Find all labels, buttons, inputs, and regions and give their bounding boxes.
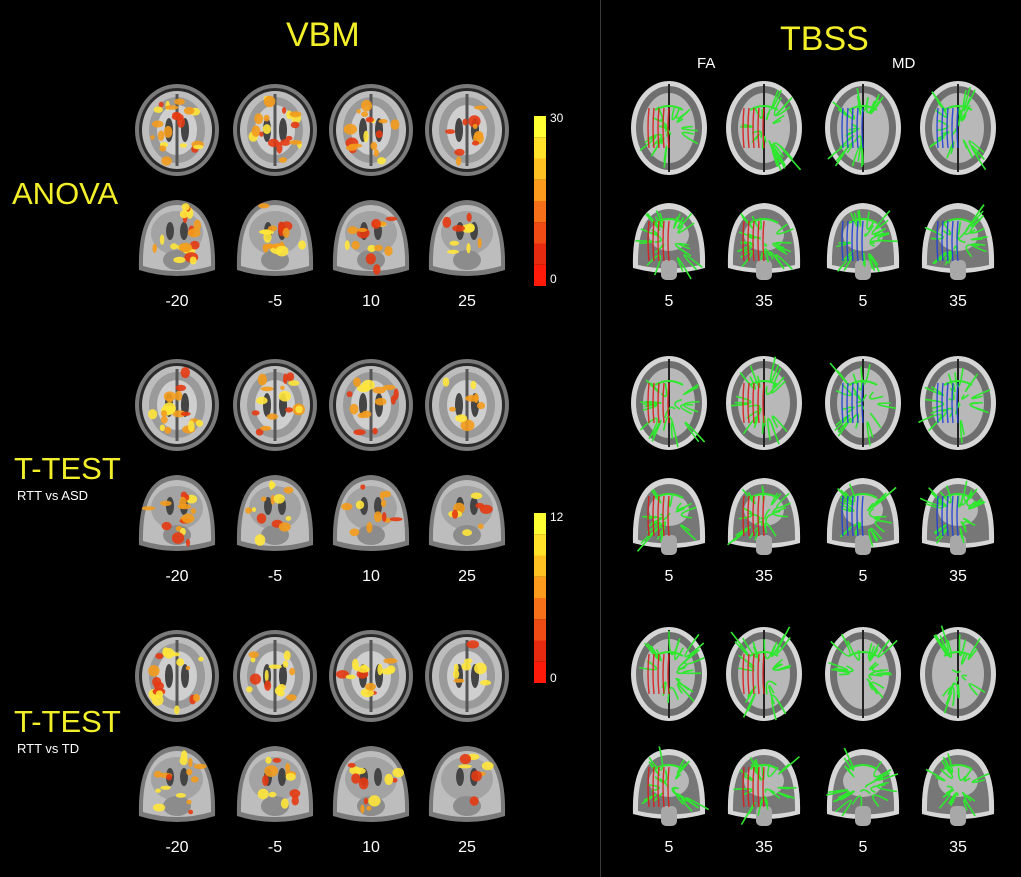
tbss-axial-slice: [631, 81, 707, 175]
tbss-slice-coord-label: 5: [858, 568, 868, 585]
vbm-slice-coord-label: -5: [267, 568, 283, 585]
tbss-slice-coord-label: 5: [858, 293, 868, 310]
tbss-axial-slice: [920, 625, 996, 721]
tbss-axial-slice: [825, 356, 901, 450]
tbss-coronal-slice: [921, 203, 995, 280]
tbss-coronal-slice: [919, 478, 995, 555]
tbss-axial-slice: [631, 627, 707, 721]
vbm-slice-coord-label: 10: [362, 839, 380, 856]
vbm-slice-coord-label: 10: [362, 568, 380, 585]
vbm-slice-coord-label: -20: [165, 568, 189, 585]
vbm-axial-slice: [425, 84, 509, 176]
tbss-axial-slice: [726, 81, 802, 175]
vbm-coronal-slice: [236, 746, 314, 822]
tbss-axial-slice: [825, 81, 901, 175]
vbm-axial-slice: [425, 359, 509, 451]
row-sublabel-asd: RTT vs ASD: [17, 488, 89, 503]
vbm-axial-slice: [135, 84, 219, 176]
tbss-title: TBSS: [780, 20, 869, 58]
section-divider: [600, 0, 601, 877]
vbm-title: VBM: [286, 16, 360, 54]
fa-label: FA: [697, 55, 716, 72]
tbss-axial-slice: [726, 626, 802, 721]
vbm-coronal-slice: [428, 746, 506, 822]
vbm-slice-coord-label: 10: [362, 293, 380, 310]
tbss-slice-coord-label: 35: [949, 293, 967, 310]
tbss-slice-coord-label: 5: [664, 293, 674, 310]
tbss-axial-slice: [726, 356, 802, 450]
colorbar-anova-max: 30: [550, 111, 564, 125]
tbss-slice-coord-label: 35: [949, 839, 967, 856]
colorbar-ttest: [534, 513, 546, 683]
vbm-axial-slice: [135, 630, 219, 722]
vbm-coronal-slice: [332, 746, 410, 822]
tbss-slice-coord-label: 5: [664, 568, 674, 585]
vbm-coronal-slice: [332, 200, 410, 276]
vbm-coronal-slice: [236, 475, 314, 551]
tbss-slice-coord-label: 35: [755, 293, 773, 310]
vbm-axial-slice: [329, 84, 413, 176]
vbm-axial-slice: [233, 84, 317, 176]
vbm-coronal-slice: [138, 475, 216, 551]
vbm-slice-coord-label: 25: [458, 839, 476, 856]
colorbar-anova: [534, 116, 546, 286]
tbss-slice-coord-label: 5: [664, 839, 674, 856]
tbss-axial-slice: [825, 627, 901, 721]
tbss-axial-slice: [920, 81, 996, 175]
tbss-coronal-slice: [826, 478, 900, 555]
md-label: MD: [892, 55, 916, 72]
tbss-coronal-slice: [921, 749, 995, 826]
vbm-slice-coord-label: 25: [458, 568, 476, 585]
vbm-coronal-slice: [138, 746, 216, 822]
tbss-coronal-slice: [826, 203, 900, 280]
tbss-slice-coord-label: 35: [949, 568, 967, 585]
tbss-coronal-slice: [632, 746, 710, 826]
row-sublabel-td: RTT vs TD: [17, 741, 80, 756]
tbss-slice-coord-label: 35: [755, 839, 773, 856]
row-label-anova: ANOVA: [12, 176, 119, 211]
colorbar-anova-min: 0: [550, 272, 557, 286]
vbm-coronal-slice: [236, 200, 314, 276]
vbm-slice-coord-label: -20: [165, 839, 189, 856]
vbm-axial-slice: [233, 359, 317, 451]
colorbar-ttest-max: 12: [550, 510, 564, 524]
vbm-axial-slice: [135, 359, 219, 451]
vbm-axial-slice: [233, 630, 317, 722]
colorbar-ttest-min: 0: [550, 671, 557, 685]
vbm-slice-coord-label: -5: [267, 293, 283, 310]
tbss-coronal-slice: [632, 478, 706, 555]
tbss-coronal-slice: [826, 747, 900, 826]
vbm-axial-slice: [329, 630, 413, 722]
tbss-slice-coord-label: 35: [755, 568, 773, 585]
vbm-coronal-slice: [428, 475, 506, 551]
tbss-coronal-slice: [632, 203, 706, 280]
vbm-axial-slice: [425, 630, 509, 722]
vbm-coronal-slice: [332, 475, 410, 551]
tbss-axial-slice: [631, 356, 707, 450]
tbss-coronal-slice: [727, 749, 801, 826]
row-label-ttest-asd: T-TEST: [14, 451, 121, 486]
vbm-slice-coord-label: -20: [165, 293, 189, 310]
tbss-slice-coord-label: 5: [858, 839, 868, 856]
vbm-slice-coord-label: 25: [458, 293, 476, 310]
tbss-axial-slice: [918, 356, 996, 450]
vbm-axial-slice: [329, 359, 413, 451]
tbss-coronal-slice: [727, 478, 801, 555]
vbm-coronal-slice: [138, 200, 216, 276]
vbm-slice-coord-label: -5: [267, 839, 283, 856]
tbss-coronal-slice: [727, 203, 801, 280]
vbm-coronal-slice: [428, 200, 506, 276]
row-label-ttest-td: T-TEST: [14, 704, 121, 739]
